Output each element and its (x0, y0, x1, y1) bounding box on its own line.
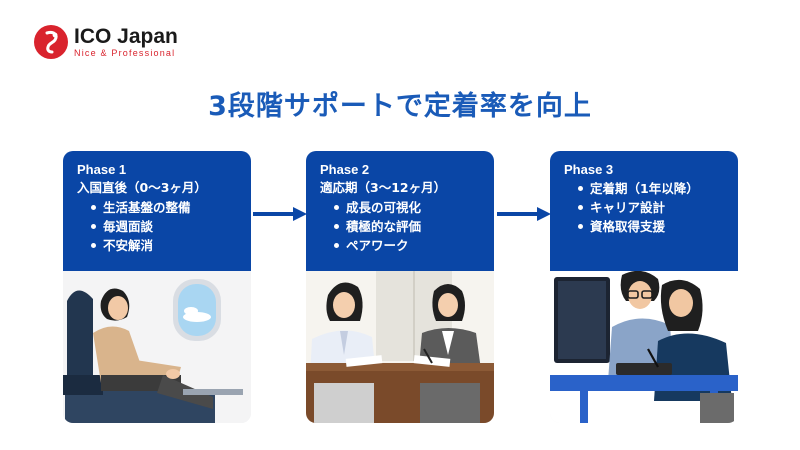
page-title: 3段階サポートで定着率を向上 (208, 91, 592, 122)
phase-card-header: Phase 1 入国直後（0〜3ヶ月） 生活基盤の整備 毎週面談 不安解消 (63, 151, 251, 271)
phase-card-3: Phase 3 定着期（1年以降） キャリア設計 資格取得支援 (550, 151, 738, 423)
phase-subtitle: 適応期（3〜12ヶ月） (320, 180, 447, 195)
list-item: 定着期（1年以降） (564, 179, 726, 198)
workplace-mentoring-illustration (550, 271, 738, 423)
phase-card-header: Phase 3 定着期（1年以降） キャリア設計 資格取得支援 (550, 151, 738, 271)
arrow-right-icon (253, 207, 307, 221)
brand-tagline: Nice & Professional (74, 47, 176, 58)
list-item: 生活基盤の整備 (77, 198, 239, 217)
brand-name: ICO Japan (74, 24, 178, 48)
list-item: 成長の可視化 (320, 198, 482, 217)
phase-card-2: Phase 2 適応期（3〜12ヶ月） 成長の可視化 積極的な評価 ペアワーク (306, 151, 494, 423)
phase-item-list: 定着期（1年以降） キャリア設計 資格取得支援 (564, 179, 726, 236)
list-item: 不安解消 (77, 236, 239, 255)
logo-mark-icon (34, 25, 68, 59)
list-item: ペアワーク (320, 236, 482, 255)
list-item: 毎週面談 (77, 217, 239, 236)
list-item: キャリア設計 (564, 198, 726, 217)
interview-meeting-illustration (306, 271, 494, 423)
arrow-right-icon (497, 207, 551, 221)
brand-logo: ICO Japan Nice & Professional (34, 25, 178, 59)
list-item: 資格取得支援 (564, 217, 726, 236)
phase-label: Phase 1 (77, 162, 127, 177)
phase-item-list: 成長の可視化 積極的な評価 ペアワーク (320, 198, 482, 255)
list-item: 積極的な評価 (320, 217, 482, 236)
phase-card-header: Phase 2 適応期（3〜12ヶ月） 成長の可視化 積極的な評価 ペアワーク (306, 151, 494, 271)
phase-subtitle: 入国直後（0〜3ヶ月） (77, 180, 207, 195)
phase-item-list: 生活基盤の整備 毎週面談 不安解消 (77, 198, 239, 255)
phase-label: Phase 3 (564, 162, 614, 177)
phase-card-1: Phase 1 入国直後（0〜3ヶ月） 生活基盤の整備 毎週面談 不安解消 (63, 151, 251, 423)
airplane-passenger-illustration (63, 271, 251, 423)
phase-label: Phase 2 (320, 162, 370, 177)
